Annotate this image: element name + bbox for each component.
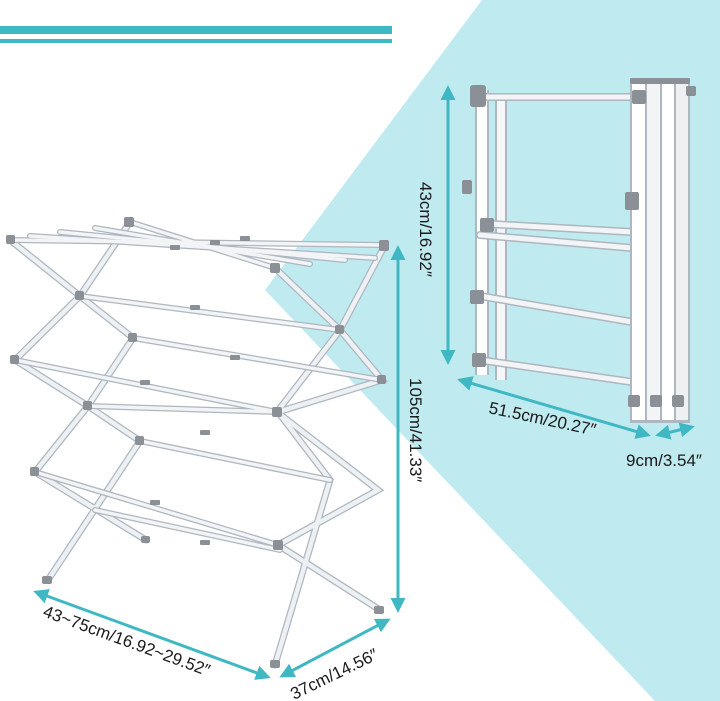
label-expanded-width: 37cm/14.56″ [287, 645, 381, 701]
folded-drying-rack [462, 78, 696, 423]
arrow-expanded-length [33, 589, 271, 680]
header-accent-line [0, 26, 392, 34]
label-folded-depth: 9cm/3.54″ [626, 451, 702, 470]
label-expanded-height: 105cm/41.33″ [406, 378, 425, 482]
label-expanded-length: 43~75cm/16.92~29.52″ [41, 602, 213, 680]
label-folded-height: 43cm/16.92″ [416, 182, 435, 277]
background-teal-band [265, 0, 720, 701]
arrow-folded-width [457, 376, 651, 439]
arrow-expanded-width [279, 618, 391, 678]
arrow-folded-depth [655, 422, 695, 440]
expanded-drying-rack [6, 217, 389, 669]
header-accent-line-thin [0, 39, 392, 43]
